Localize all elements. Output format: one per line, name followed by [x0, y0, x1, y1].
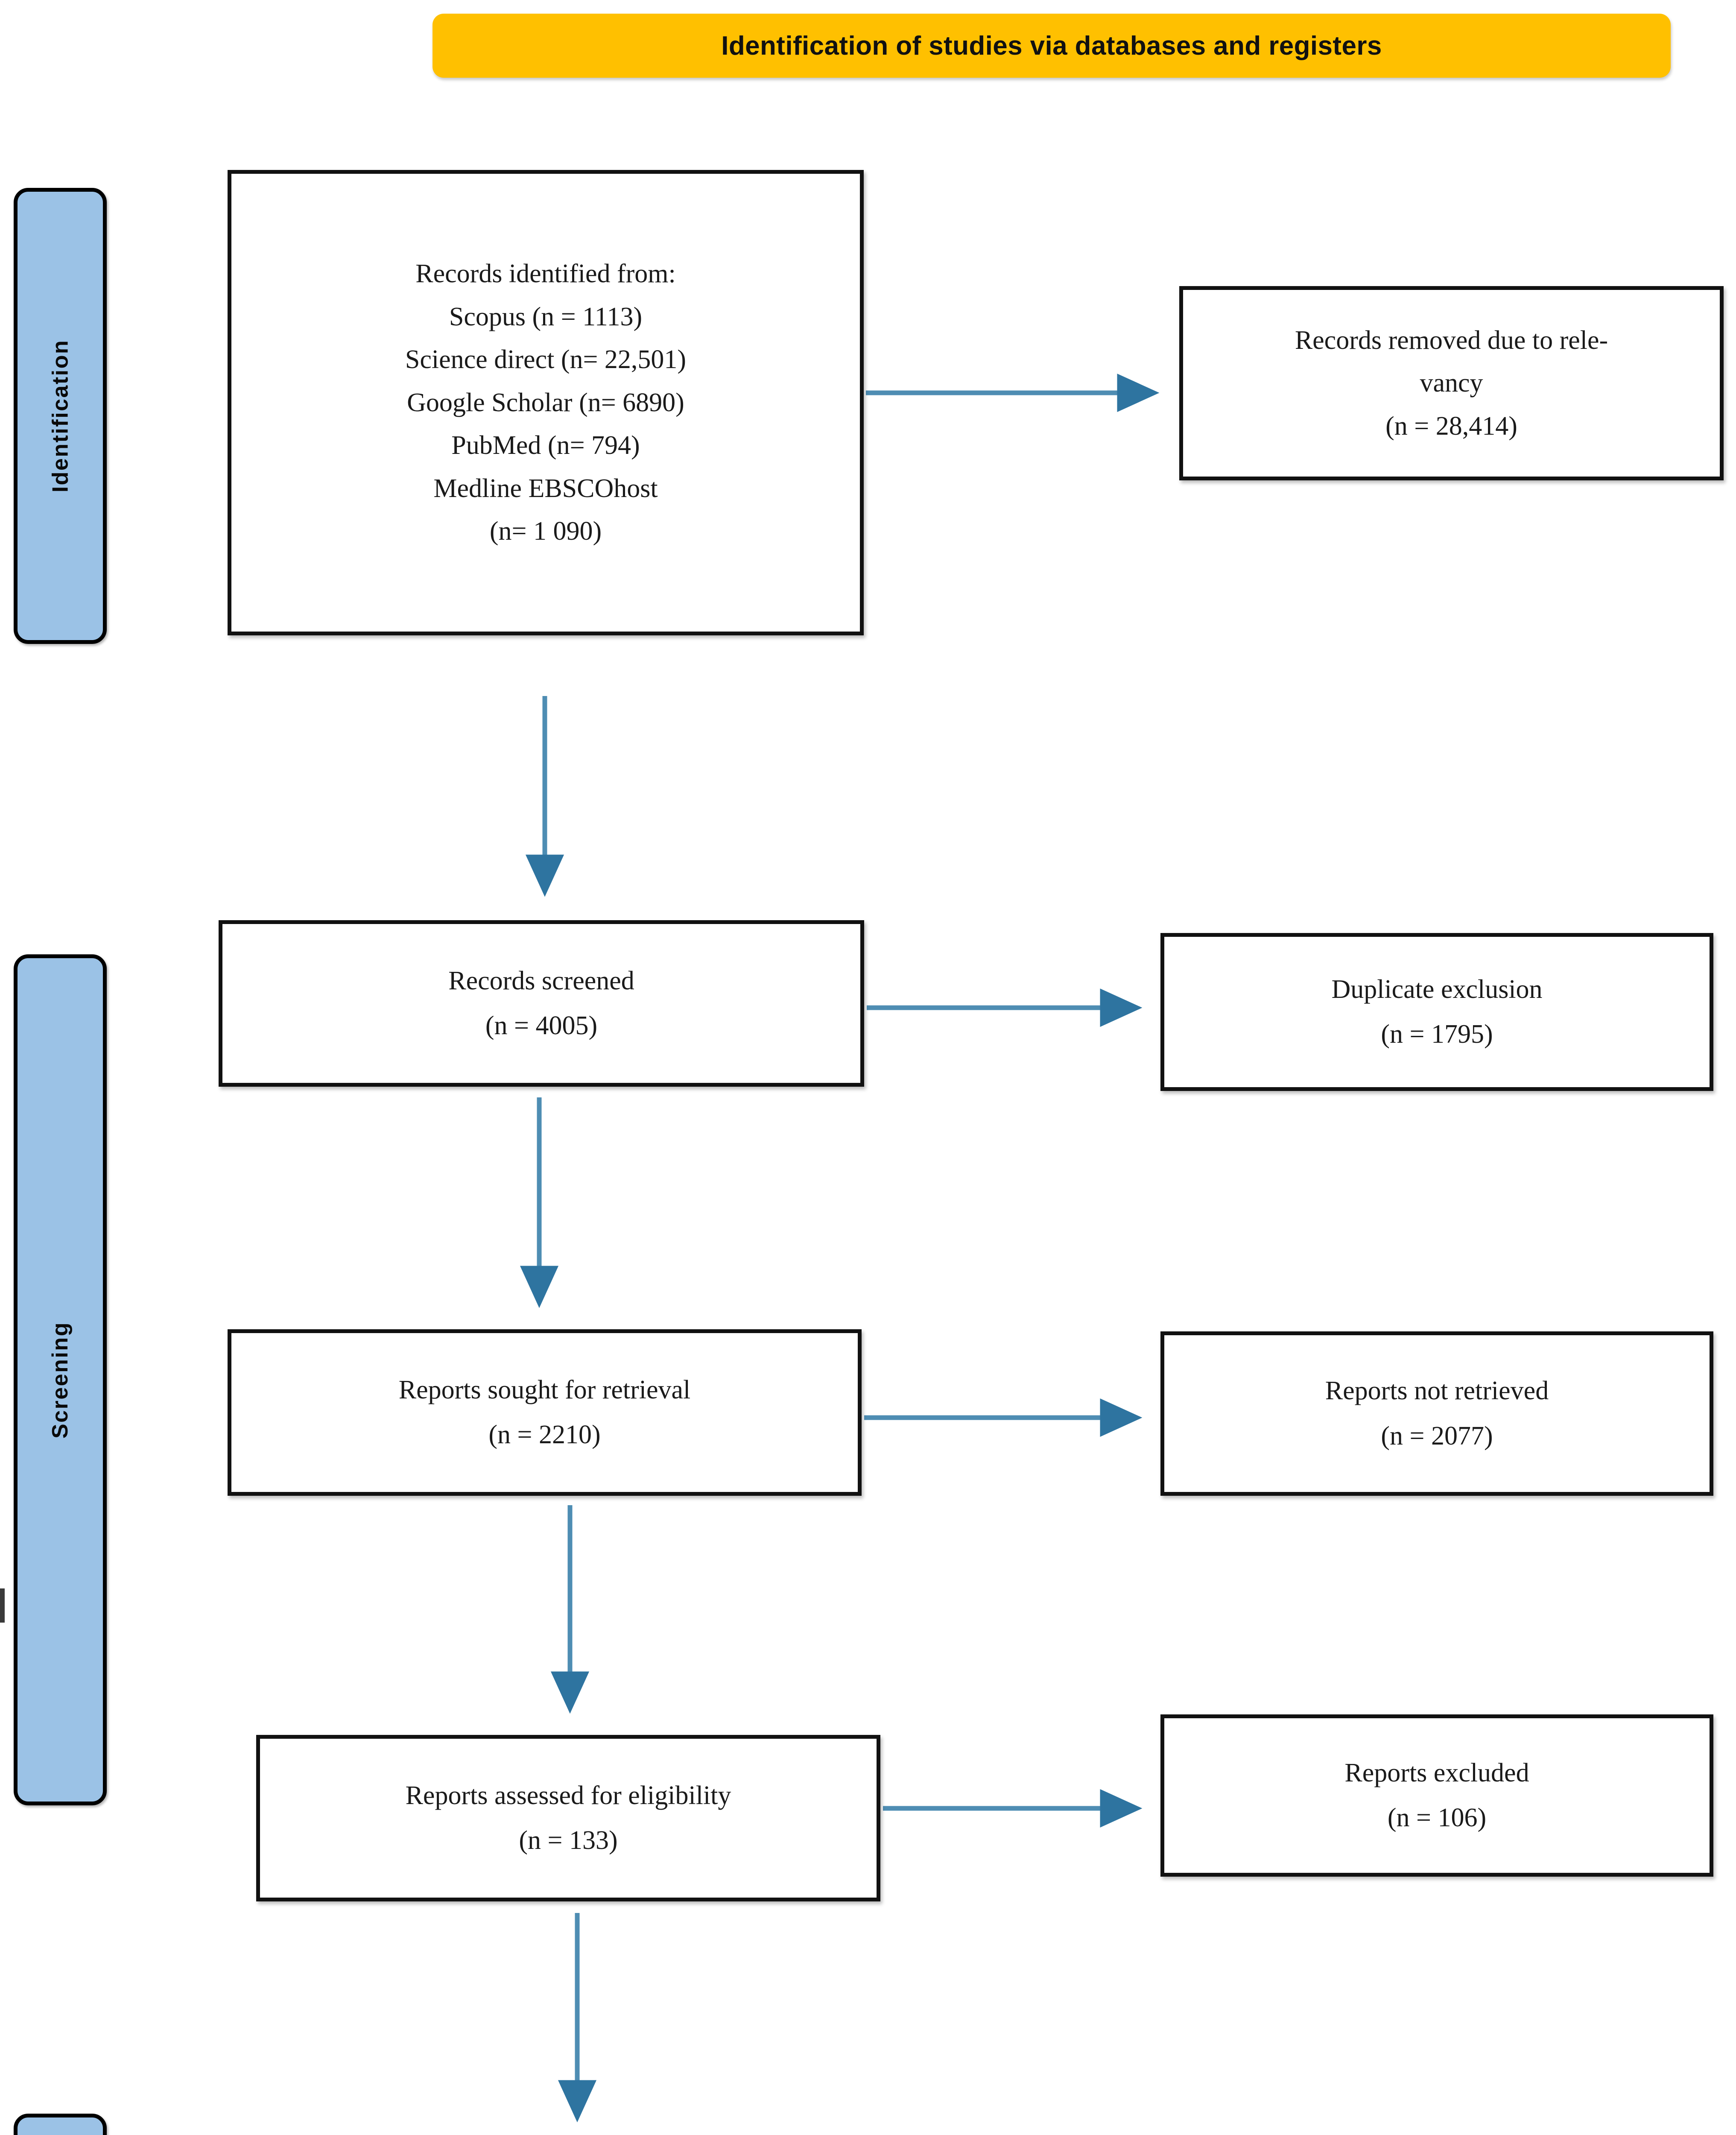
box-line: Reports excluded: [1344, 1758, 1529, 1787]
stage-label-screening-text: Screening: [48, 1321, 73, 1439]
box-line: Medline EBSCOhost: [433, 474, 658, 503]
box-line: Science direct (n= 22,501): [405, 345, 687, 374]
box-line: (n= 1 090): [489, 517, 602, 546]
box-line: vancy: [1420, 369, 1483, 398]
box-reports-assessed-for-eligibility: Reports assessed for eligibility (n = 13…: [256, 1735, 880, 1901]
box-records-removed: Records removed due to rele- vancy (n = …: [1179, 286, 1724, 480]
box-reports-not-retrieved: Reports not retrieved (n = 2077): [1160, 1331, 1713, 1496]
stage-label-included: Included: [14, 2114, 107, 2135]
box-line: Reports not retrieved: [1325, 1376, 1549, 1406]
box-line: Reports assessed for eligibility: [405, 1781, 731, 1810]
box-line: (n = 133): [519, 1826, 618, 1855]
box-line: PubMed (n= 794): [451, 431, 640, 460]
box-line: (n = 28,414): [1385, 411, 1517, 441]
box-records-screened: Records screened (n = 4005): [219, 920, 864, 1087]
header-banner: Identification of studies via databases …: [433, 14, 1671, 78]
header-banner-title: Identification of studies via databases …: [721, 31, 1382, 61]
box-line: Duplicate exclusion: [1331, 974, 1543, 1004]
box-line: Google Scholar (n= 6890): [407, 388, 684, 417]
box-reports-excluded: Reports excluded (n = 106): [1160, 1714, 1713, 1877]
box-line: Records identified from:: [415, 259, 676, 289]
box-duplicate-exclusion: Duplicate exclusion (n = 1795): [1160, 933, 1713, 1091]
stage-label-identification-text: Identification: [48, 339, 73, 493]
box-line: Scopus (n = 1113): [449, 302, 643, 331]
box-line: Records removed due to rele-: [1295, 325, 1608, 355]
box-line: (n = 4005): [485, 1011, 598, 1040]
stage-label-identification: Identification: [14, 188, 107, 644]
box-line: (n = 2210): [488, 1420, 601, 1449]
edge-tick-mark: [0, 1588, 5, 1623]
box-records-identified: Records identified from: Scopus (n = 111…: [228, 170, 864, 635]
box-line: Records screened: [448, 966, 634, 995]
box-line: Reports sought for retrieval: [398, 1375, 691, 1404]
box-reports-sought-for-retrieval: Reports sought for retrieval (n = 2210): [228, 1329, 862, 1496]
box-line: (n = 106): [1387, 1803, 1487, 1832]
box-line: (n = 2077): [1381, 1421, 1493, 1451]
stage-label-screening: Screening: [14, 954, 107, 1805]
box-line: (n = 1795): [1381, 1020, 1493, 1049]
